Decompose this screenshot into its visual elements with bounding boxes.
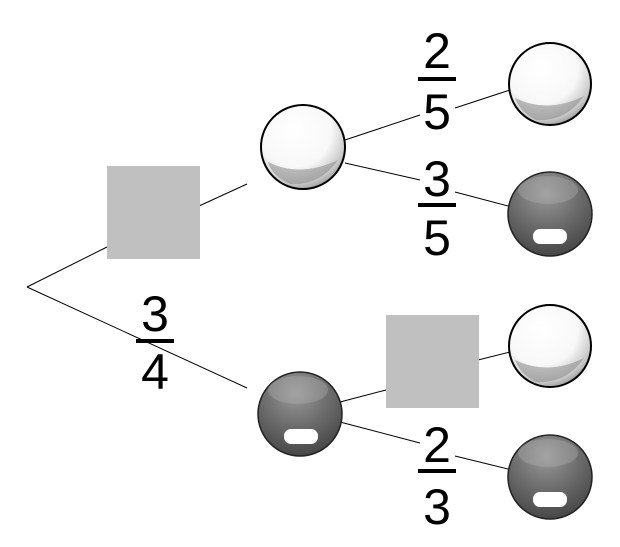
branch-white-to-dark-b bbox=[454, 191, 513, 208]
dark-ball-icon bbox=[507, 434, 593, 520]
fraction-after-white-white: 2 5 bbox=[418, 23, 456, 140]
branch-white-to-dark-a bbox=[344, 162, 421, 181]
branch-dark-to-white-a bbox=[339, 389, 387, 403]
fraction-denominator: 4 bbox=[141, 344, 169, 400]
branch-white-to-white-a bbox=[344, 114, 421, 141]
fraction-numerator: 3 bbox=[423, 151, 451, 207]
branch-dark-to-white-b bbox=[477, 351, 511, 361]
blank-probability-box-second-stage[interactable] bbox=[386, 315, 479, 408]
branch-top-to-white-ball bbox=[198, 183, 248, 207]
branch-dark-to-dark-b bbox=[454, 455, 513, 471]
white-ball-icon bbox=[260, 104, 346, 190]
blank-probability-box-first-stage[interactable] bbox=[107, 166, 200, 259]
fraction-numerator: 2 bbox=[423, 417, 451, 473]
branch-white-to-white-b bbox=[454, 89, 511, 109]
fraction-after-white-dark: 3 5 bbox=[418, 151, 456, 266]
fraction-denominator: 5 bbox=[423, 210, 451, 266]
dark-ball-icon bbox=[257, 371, 343, 457]
fraction-numerator: 2 bbox=[423, 23, 451, 79]
branch-root-to-top bbox=[26, 246, 108, 288]
fraction-numerator: 3 bbox=[141, 286, 169, 342]
white-ball-icon bbox=[508, 304, 592, 388]
dark-ball-icon bbox=[507, 171, 593, 257]
fraction-denominator: 5 bbox=[423, 84, 451, 140]
white-ball-icon bbox=[508, 42, 592, 126]
fraction-after-dark-dark: 2 3 bbox=[418, 417, 456, 535]
branch-root-to-bottom bbox=[26, 286, 248, 389]
fraction-denominator: 3 bbox=[423, 479, 451, 535]
fraction-first-stage-bottom: 3 4 bbox=[136, 286, 174, 400]
branch-dark-to-dark-a bbox=[339, 421, 421, 444]
branch-lines bbox=[26, 89, 513, 471]
